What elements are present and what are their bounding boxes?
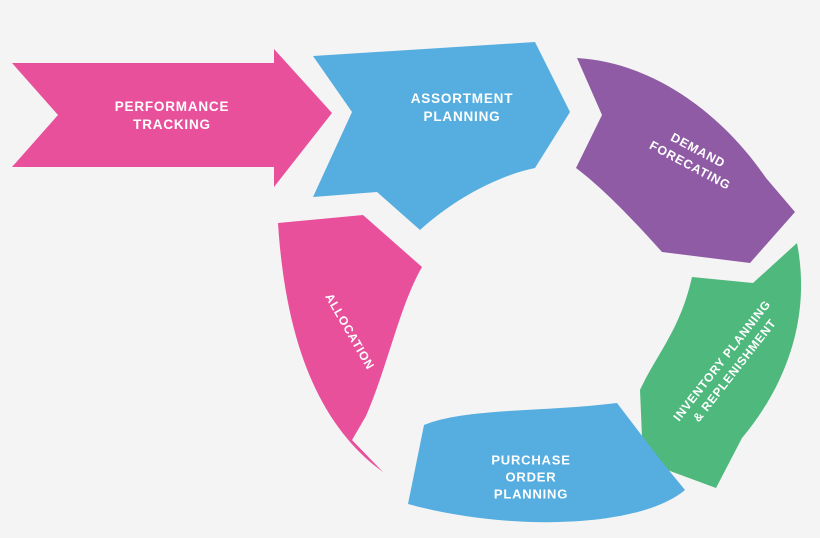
arrow-allocation <box>278 215 422 472</box>
arrow-performance-tracking <box>12 49 332 187</box>
arrow-assortment-planning <box>313 42 570 230</box>
arrow-inventory-planning <box>640 243 802 488</box>
arrow-purchase-order-planning <box>408 403 685 523</box>
arrow-demand-forecating <box>576 58 795 263</box>
